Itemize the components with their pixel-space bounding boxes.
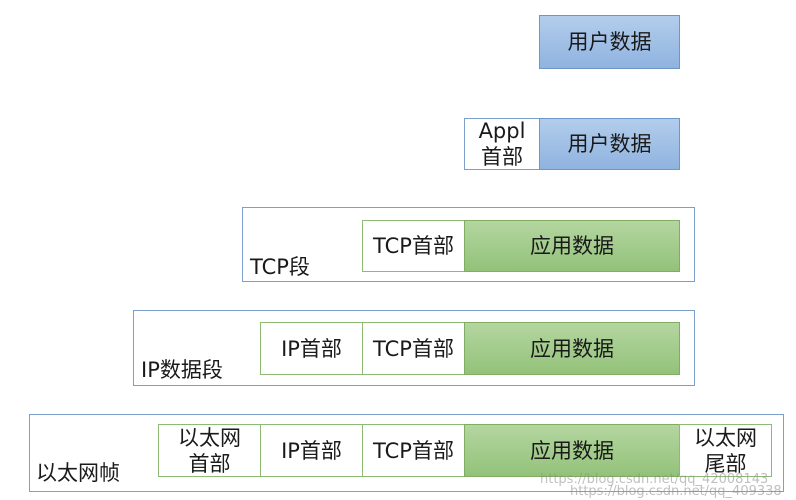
ethernet-frame-outline (29, 414, 784, 492)
ip-header-label-3: IP首部 (281, 438, 342, 463)
tcp-header-label: TCP首部 (373, 234, 454, 258)
user-data-label-2: 用户数据 (567, 132, 652, 156)
app-header-block: Appl 首部 (464, 118, 540, 170)
app-header-label: Appl 首部 (478, 119, 526, 169)
ip-datagram-frame (133, 310, 695, 386)
watermark-line-1: https://blog.csdn.net/qq_42008143 (540, 472, 769, 487)
tcp-header-block: TCP首部 (362, 220, 465, 272)
ethernet-frame-label: 以太网帧 (36, 461, 120, 485)
user-data-label: 用户数据 (567, 30, 652, 54)
tcp-header-block-3: TCP首部 (362, 424, 465, 477)
eth-header-label: 以太网 首部 (178, 425, 241, 476)
tcp-header-block-2: TCP首部 (362, 322, 465, 375)
app-data-label: 应用数据 (530, 234, 614, 258)
tcp-segment-frame (242, 207, 695, 282)
app-data-label-3: 应用数据 (530, 438, 614, 463)
app-data-label-2: 应用数据 (530, 336, 614, 361)
app-data-block: 应用数据 (464, 220, 680, 272)
ip-header-block-3: IP首部 (260, 424, 363, 477)
tcp-segment-label: TCP段 (250, 255, 310, 279)
app-data-block-2: 应用数据 (464, 322, 680, 375)
ip-datagram-label: IP数据段 (141, 358, 223, 382)
tcp-header-label-3: TCP首部 (373, 438, 454, 463)
eth-trailer-label: 以太网 尾部 (694, 425, 757, 476)
user-data-block-2: 用户数据 (539, 118, 680, 170)
ip-header-label: IP首部 (281, 336, 342, 361)
ip-header-block: IP首部 (260, 322, 363, 375)
watermark-line-2: https://blog.csdn.net/qq_409338 (570, 484, 782, 499)
tcp-header-label-2: TCP首部 (373, 336, 454, 361)
eth-header-block: 以太网 首部 (158, 424, 261, 477)
app-data-block-3: 应用数据 (464, 424, 680, 477)
user-data-block: 用户数据 (539, 15, 680, 69)
eth-trailer-block: 以太网 尾部 (679, 424, 772, 477)
